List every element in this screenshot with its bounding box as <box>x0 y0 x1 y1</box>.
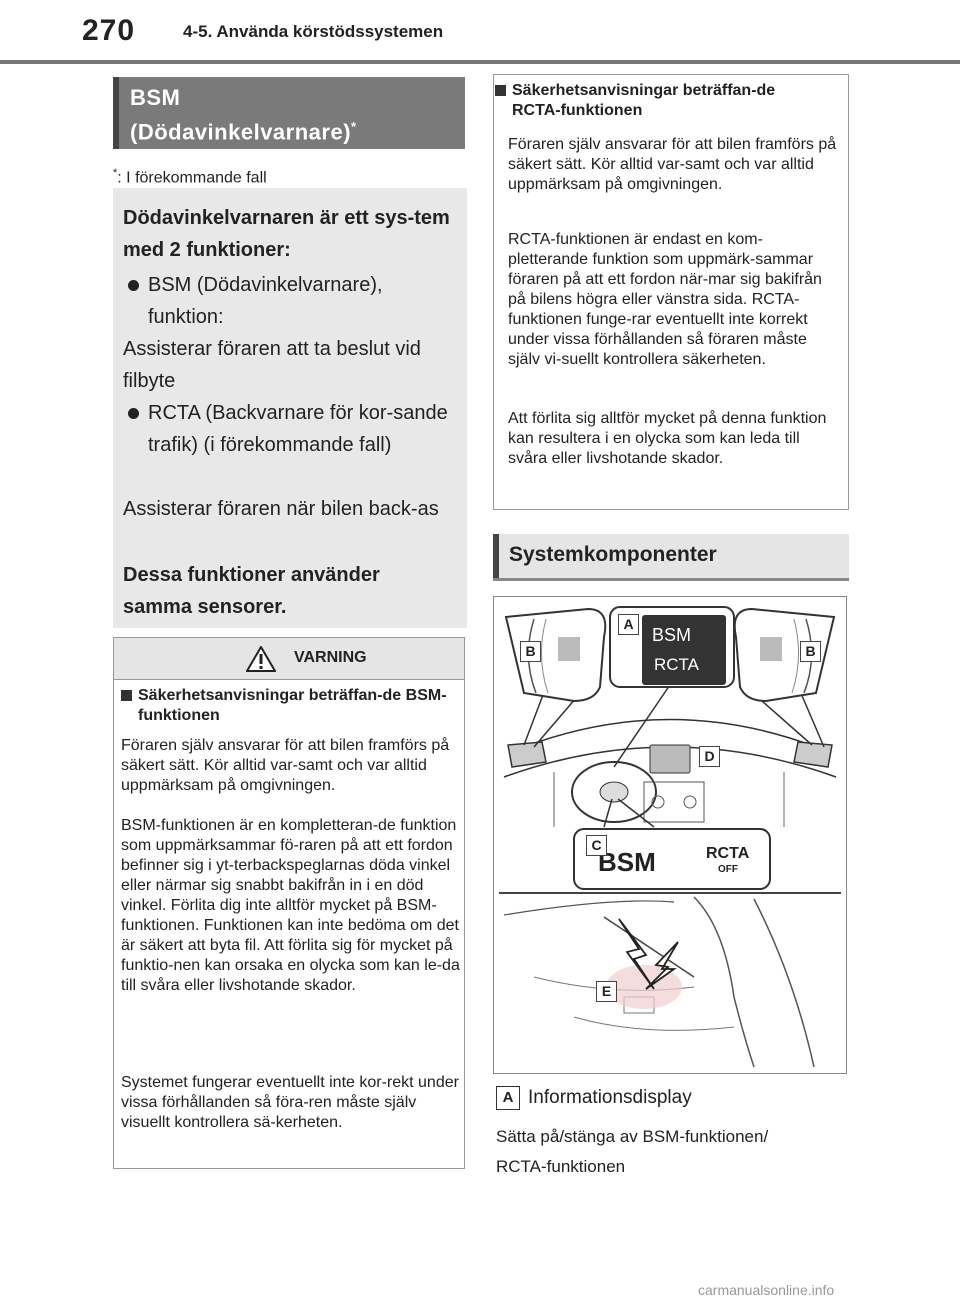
rcta-paragraph-2: RCTA-funktionen är endast en kom-pletter… <box>508 231 822 368</box>
warning-icon <box>246 646 276 672</box>
title-accent-bar <box>113 77 119 149</box>
switch-bsm-text: BSM <box>598 847 656 877</box>
rcta-paragraph-1: Föraren själv ansvarar för att bilen fra… <box>508 136 837 193</box>
warning-heading: Säkerhetsanvisningar beträffan-de BSM-fu… <box>121 686 458 726</box>
warning-paragraph-1: Föraren själv ansvarar för att bilen fra… <box>121 737 450 794</box>
info-desc-rcta: Assisterar föraren när bilen back-as <box>123 498 439 520</box>
label-a: A <box>618 614 639 635</box>
label-b-right: B <box>800 641 821 662</box>
bullet-dot <box>128 408 139 419</box>
label-c: C <box>586 835 607 856</box>
info-intro: Dödavinkelvarnaren är ett sys-tem med 2 … <box>123 207 450 261</box>
title-accent-bar <box>493 534 499 578</box>
footnote-mark: * <box>351 119 357 134</box>
legend-a: A Informationsdisplay <box>496 1086 692 1110</box>
watermark: carmanualsonline.info <box>698 1282 835 1298</box>
description-line-2: RCTA-funktionen <box>496 1157 626 1176</box>
info-box: Dödavinkelvarnaren är ett sys-tem med 2 … <box>113 188 467 628</box>
warning-paragraph-3: Systemet fungerar eventuellt inte kor-re… <box>121 1074 459 1131</box>
rcta-safety-box: Säkerhetsanvisningar beträffan-de RCTA-f… <box>493 74 849 510</box>
info-bullet-rcta: RCTA (Backvarnare för kor-sande trafik) … <box>123 397 448 461</box>
rcta-paragraph-3: Att förlita sig alltför mycket på denna … <box>508 410 827 467</box>
legend-key: A <box>496 1086 520 1110</box>
display-rcta-text: RCTA <box>654 655 700 674</box>
footnote-text: : I förekommande fall <box>117 169 267 187</box>
system-diagram: BSM RCTA BSM RCTA OFF A B B C D E <box>493 596 847 1074</box>
switch-rcta-text: RCTA <box>706 845 750 862</box>
section-title-bsm: BSM (Dödavinkelvarnare)* <box>113 77 465 149</box>
section-title-line2: (Dödavinkelvarnare) <box>130 119 352 145</box>
switch-off-text: OFF <box>718 864 738 875</box>
info-closing: Dessa funktioner använder samma sensorer… <box>123 564 380 618</box>
label-d: D <box>699 746 720 767</box>
warning-label: VARNING <box>294 649 367 666</box>
section-title-system: Systemkomponenter <box>493 534 849 581</box>
display-bsm-text: BSM <box>652 625 692 645</box>
heading-square-icon <box>495 85 506 96</box>
rcta-heading: Säkerhetsanvisningar beträffan-de RCTA-f… <box>495 81 825 121</box>
legend-description: Sätta på/stänga av BSM-funktionen/ RCTA-… <box>496 1122 836 1182</box>
heading-square-icon <box>121 690 132 701</box>
bullet-text-rcta: RCTA (Backvarnare för kor-sande trafik) … <box>148 402 448 456</box>
section-title-system-text: Systemkomponenter <box>509 543 717 566</box>
diagram-illustration <box>499 606 841 1068</box>
chapter-title: 4-5. Använda körstödssystemen <box>183 22 444 41</box>
bullet-dot <box>128 280 139 291</box>
warning-box: VARNING Säkerhetsanvisningar beträffan-d… <box>113 637 465 1169</box>
page-number: 270 <box>82 14 136 47</box>
warning-paragraph-2: BSM-funktionen är en kompletteran-de fun… <box>121 817 460 994</box>
section-title-line1: BSM <box>130 85 181 110</box>
header-rule <box>0 60 960 64</box>
footnote: *: I förekommande fall <box>113 167 267 187</box>
legend-text: Informationsdisplay <box>528 1087 692 1108</box>
footnote-star: * <box>113 167 118 179</box>
bullet-text-bsm: BSM (Dödavinkelvarnare), funktion: <box>148 274 383 328</box>
info-desc-bsm: Assisterar föraren att ta beslut vid fil… <box>123 338 421 392</box>
label-e: E <box>596 981 617 1002</box>
description-line-1: Sätta på/stänga av BSM-funktionen/ <box>496 1127 769 1146</box>
label-b-left: B <box>520 641 541 662</box>
page-header: 270 4-5. Använda körstödssystemen <box>0 0 960 64</box>
info-bullet-bsm: BSM (Dödavinkelvarnare), funktion: <box>123 269 448 333</box>
warning-header: VARNING <box>114 638 464 680</box>
